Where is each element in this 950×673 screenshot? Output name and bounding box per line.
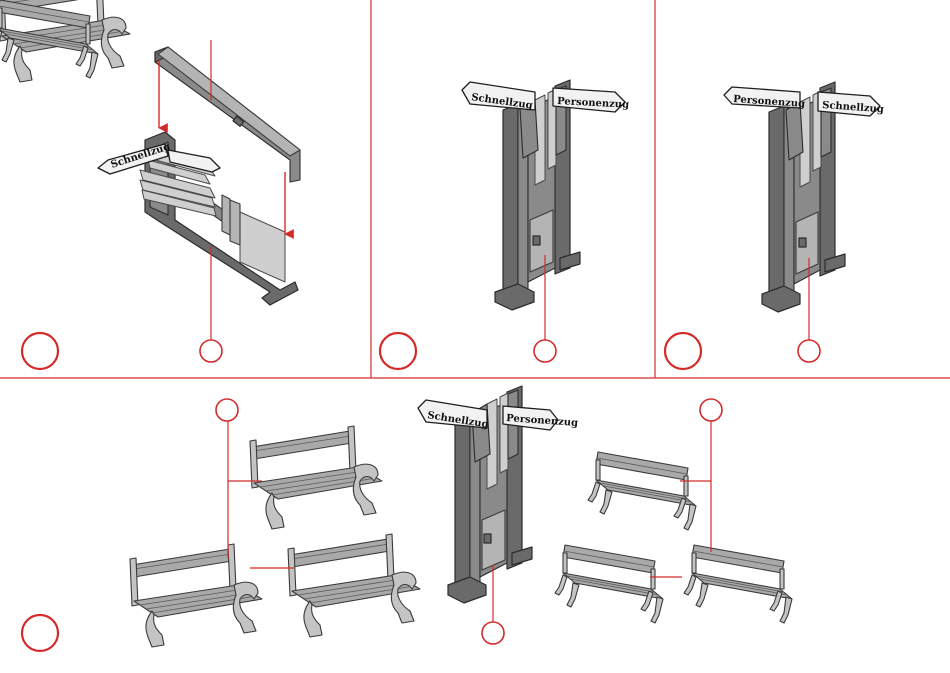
step-circle-icon <box>22 615 58 651</box>
step-circle-icon <box>380 333 416 369</box>
panel-step-4: Schnellzug Personenzug <box>0 0 792 651</box>
schnellzug-sign-panel3: Schnellzug <box>818 92 884 116</box>
part-circle-icon <box>216 399 238 421</box>
panel-step-1: Schnellzug <box>22 40 300 369</box>
side-panel-part <box>222 195 285 282</box>
part-circle-icon <box>700 399 722 421</box>
panel-step-3: Personenzug Schnellzug <box>665 82 884 369</box>
signal-post-assembly-2 <box>495 80 580 310</box>
step-circle-icon <box>22 333 58 369</box>
signal-post-assembly-3 <box>762 82 845 312</box>
schnellzug-sign-panel4: Schnellzug <box>418 400 489 431</box>
schnellzug-sign-panel2: Schnellzug <box>462 82 535 112</box>
personenzug-sign-panel3: Personenzug <box>724 87 805 110</box>
part-circle-icon <box>200 340 222 362</box>
part-circle-icon <box>482 622 504 644</box>
part-circle-icon <box>798 340 820 362</box>
step-circle-icon <box>665 333 701 369</box>
part-circle-icon <box>534 340 556 362</box>
panel-step-2: Schnellzug Personenzug <box>380 80 629 369</box>
